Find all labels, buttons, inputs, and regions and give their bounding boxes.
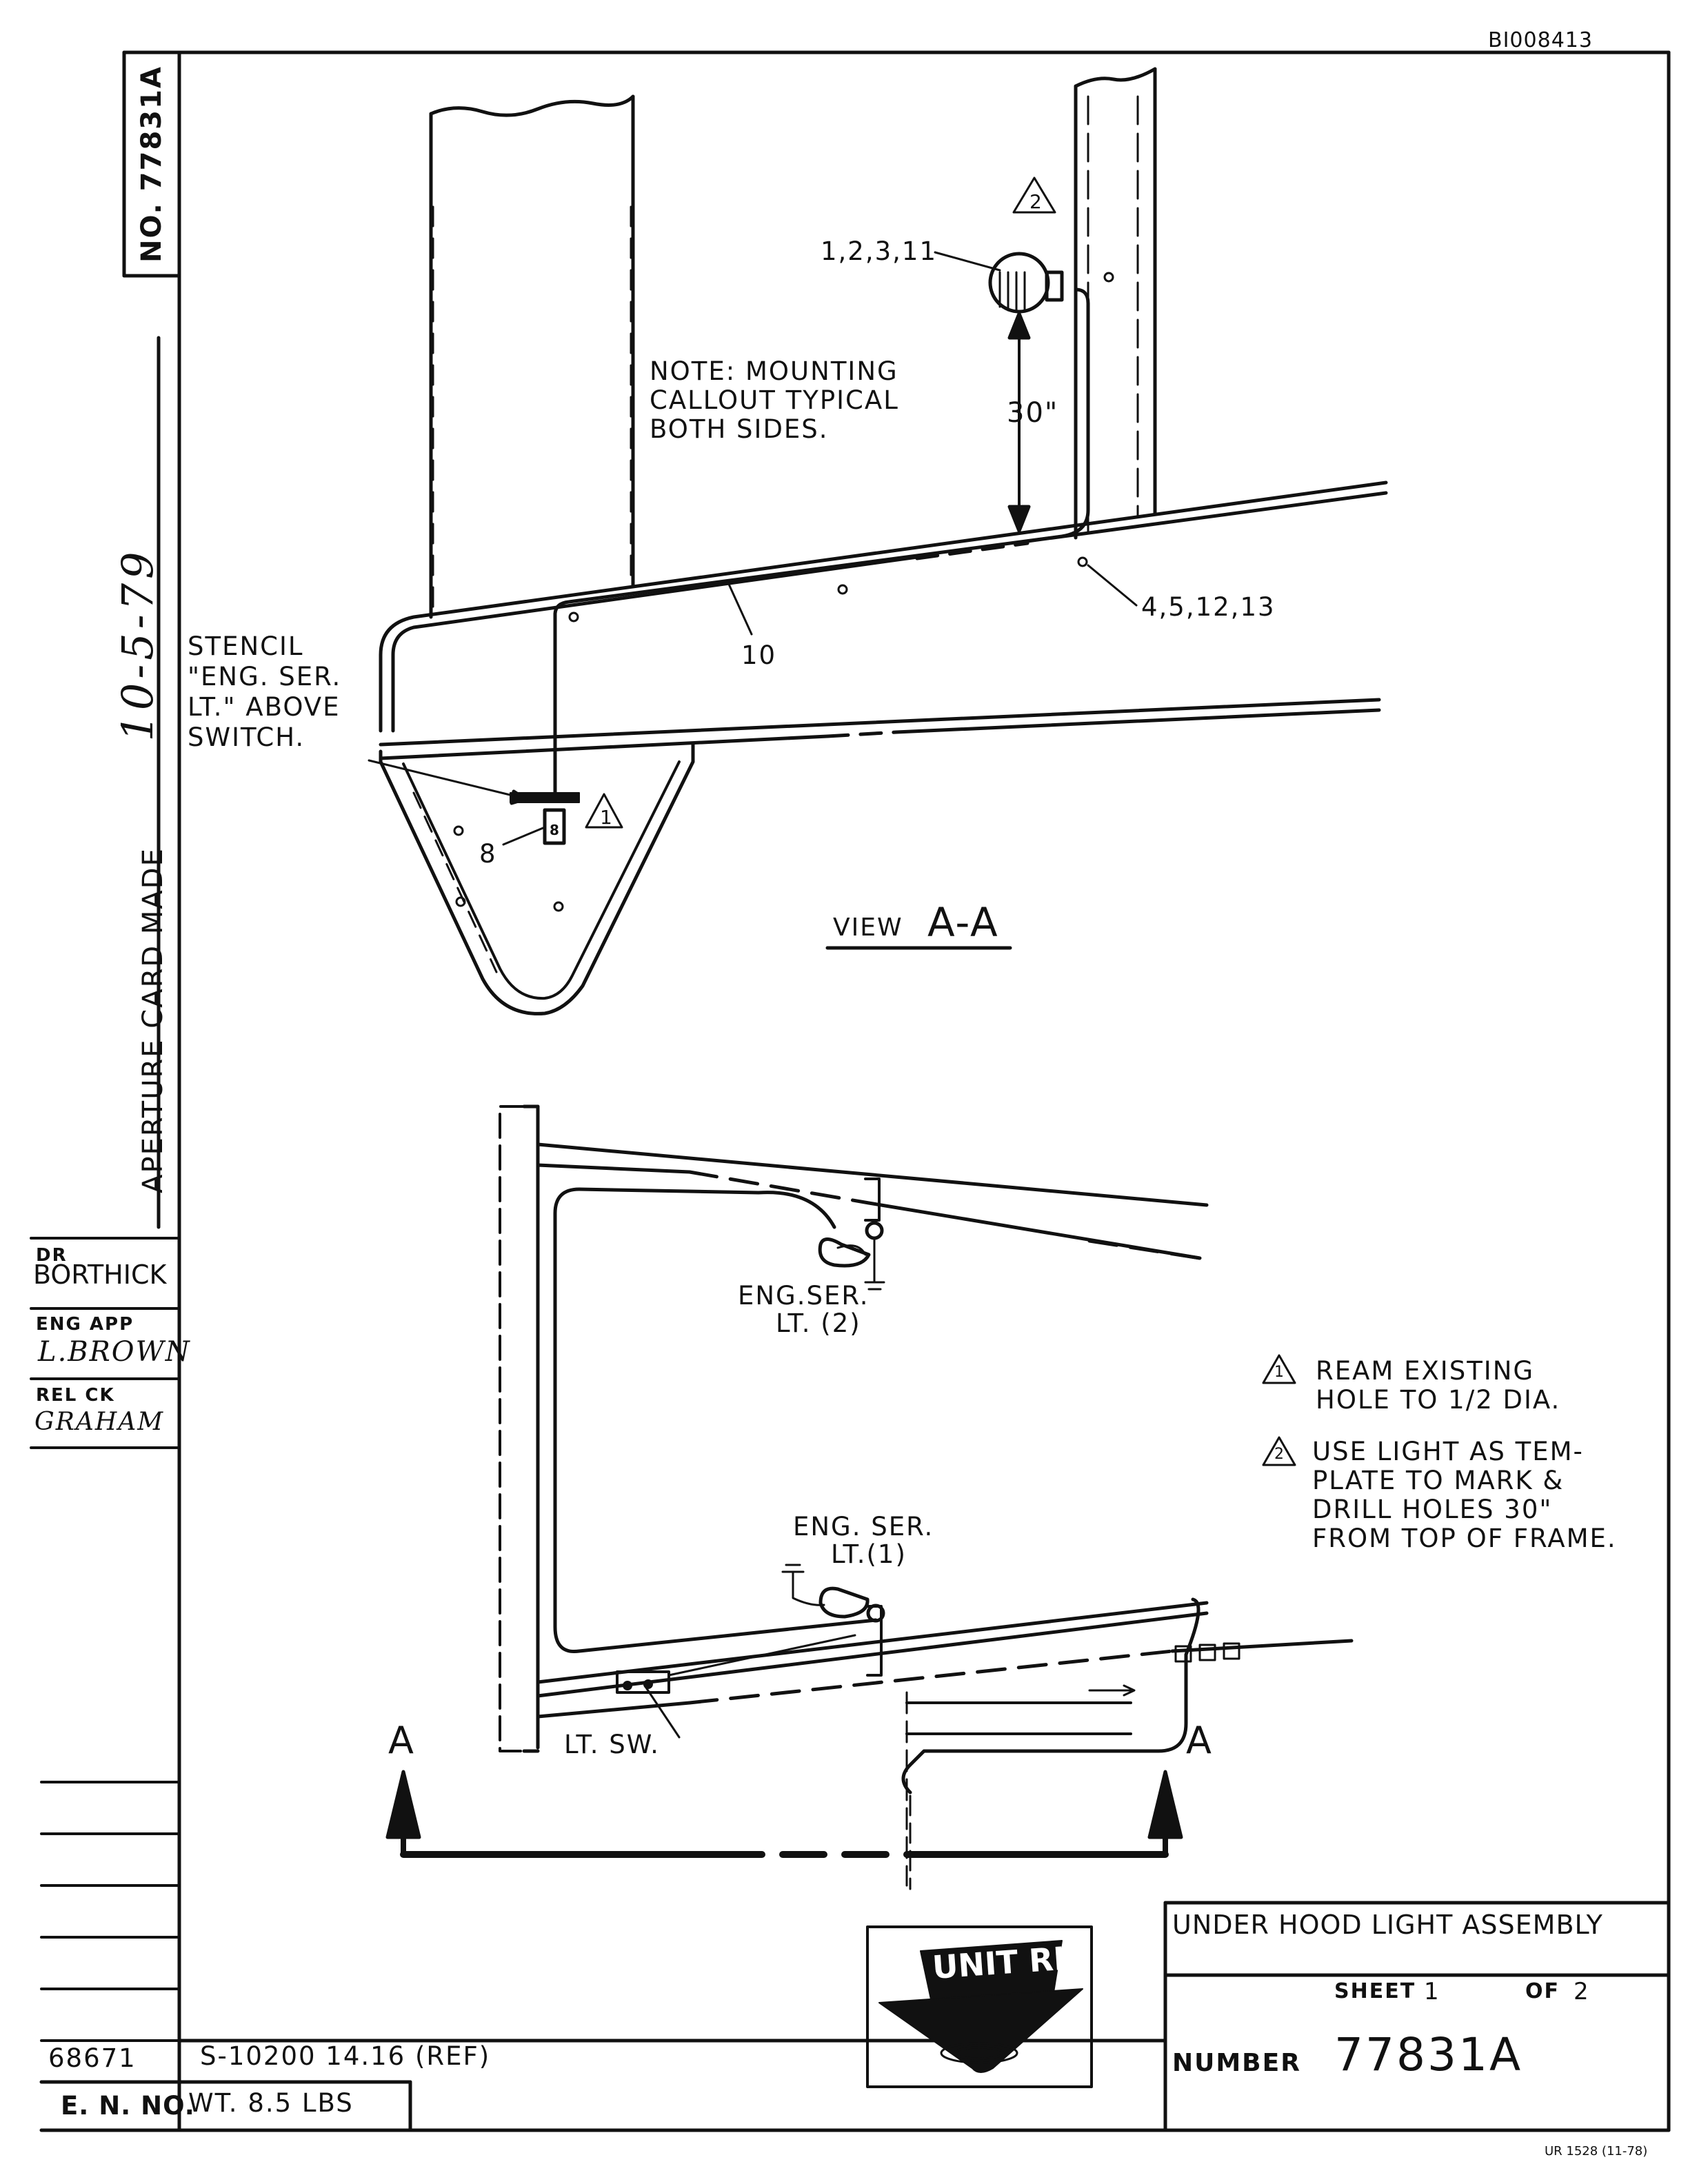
en-value: 68671 [48,2043,137,2073]
stencil-note: STENCIL "ENG. SER. LT." ABOVE SWITCH. [188,631,341,753]
en-label: E. N. NO. [61,2091,195,2121]
side-drawing-number: NO. 77831A [136,65,168,263]
sign-label-dr: DR [36,1245,68,1266]
aperture-date: 10-5-79 [112,547,163,742]
sign-label-rel: REL CK [36,1385,115,1406]
logo-text: UNIT RIG [931,1938,1093,1986]
drawing-title: UNDER HOOD LIGHT ASSEMBLY [1172,1910,1603,1940]
callout-holes: 4,5,12,13 [1141,592,1276,622]
stencil-line-3: LT." ABOVE [188,692,341,722]
stencil-line-4: SWITCH. [188,722,305,752]
light-1-label: ENG. SER. LT.(1) [793,1513,934,1568]
note-line-1: NOTE: MOUNTING [650,356,898,386]
callout-harness: 10 [741,640,777,670]
note-2-line-1: USE LIGHT AS TEM- [1312,1437,1584,1466]
note-line-3: BOTH SIDES. [650,414,829,444]
light-2-line-1: ENG.SER. [738,1281,870,1311]
note-2-line-2: PLATE TO MARK & [1312,1466,1565,1495]
unit-rig-logo [866,1925,1093,2088]
note-line-2: CALLOUT TYPICAL [650,385,899,415]
of-label: OF [1525,1979,1560,2003]
light-1-line-1: ENG. SER. [793,1512,934,1541]
section-mark-left: A [388,1719,415,1762]
sign-label-eng: ENG APP [36,1314,134,1335]
note-2-flag: 2 [1274,1446,1285,1463]
sheet-total: 2 [1574,1978,1590,2005]
view-label-big: A-A [927,899,999,946]
view-label-small: VIEW [833,913,903,942]
note-flags [1262,1354,1296,1466]
light-2-label: ENG.SER. LT. (2) [738,1282,870,1337]
signature-blocks [30,1237,181,2042]
aperture-label: APERTURE CARD MADE [137,847,169,1193]
form-number: UR 1528 (11-78) [1545,2144,1648,2158]
note-1: REAM EXISTING HOLE TO 1/2 DIA. [1316,1357,1560,1415]
switch-marker: 8 [550,822,559,838]
ref-number: S-10200 14.16 (REF) [200,2041,491,2071]
note-1-line-1: REAM EXISTING [1316,1356,1535,1386]
note-2-line-4: FROM TOP OF FRAME. [1312,1524,1617,1553]
weight: WT. 8.5 LBS [188,2088,354,2118]
light-2-line-2: LT. (2) [776,1308,861,1338]
light-1-line-2: LT.(1) [831,1539,907,1569]
view-aa [368,67,1388,1015]
note-2-line-3: DRILL HOLES 30" [1312,1495,1553,1524]
sign-name-rel: GRAHAM [34,1408,165,1436]
title-block [1163,1901,1671,2132]
dimension-30: 30" [1007,397,1059,429]
sign-name-dr: BORTHICK [33,1260,167,1290]
number-label: NUMBER [1172,2049,1301,2077]
callout-light: 1,2,3,11 [821,236,937,266]
plan-view [385,1104,1354,1890]
flag-1-label: 1 [600,806,614,829]
note-1-flag: 1 [1274,1364,1285,1381]
section-mark-right: A [1186,1719,1213,1762]
note-2: USE LIGHT AS TEM- PLATE TO MARK & DRILL … [1312,1437,1617,1553]
stencil-line-1: STENCIL [188,631,304,661]
flag-2-label: 2 [1029,190,1043,213]
sheet-number: 1 [1424,1978,1440,2005]
mounting-note: NOTE: MOUNTING CALLOUT TYPICAL BOTH SIDE… [650,357,899,444]
sheet-border [39,50,1671,2132]
callout-switch: 8 [479,839,497,869]
sheet-label: SHEET [1334,1979,1416,2003]
drawing-number: 77831A [1334,2028,1523,2081]
stencil-line-2: "ENG. SER. [188,662,342,691]
note-1-line-2: HOLE TO 1/2 DIA. [1316,1385,1561,1415]
switch-label: LT. SW. [564,1730,660,1759]
sign-name-eng: L.BROWN [38,1336,191,1368]
doc-id: BI008413 [1488,28,1593,52]
